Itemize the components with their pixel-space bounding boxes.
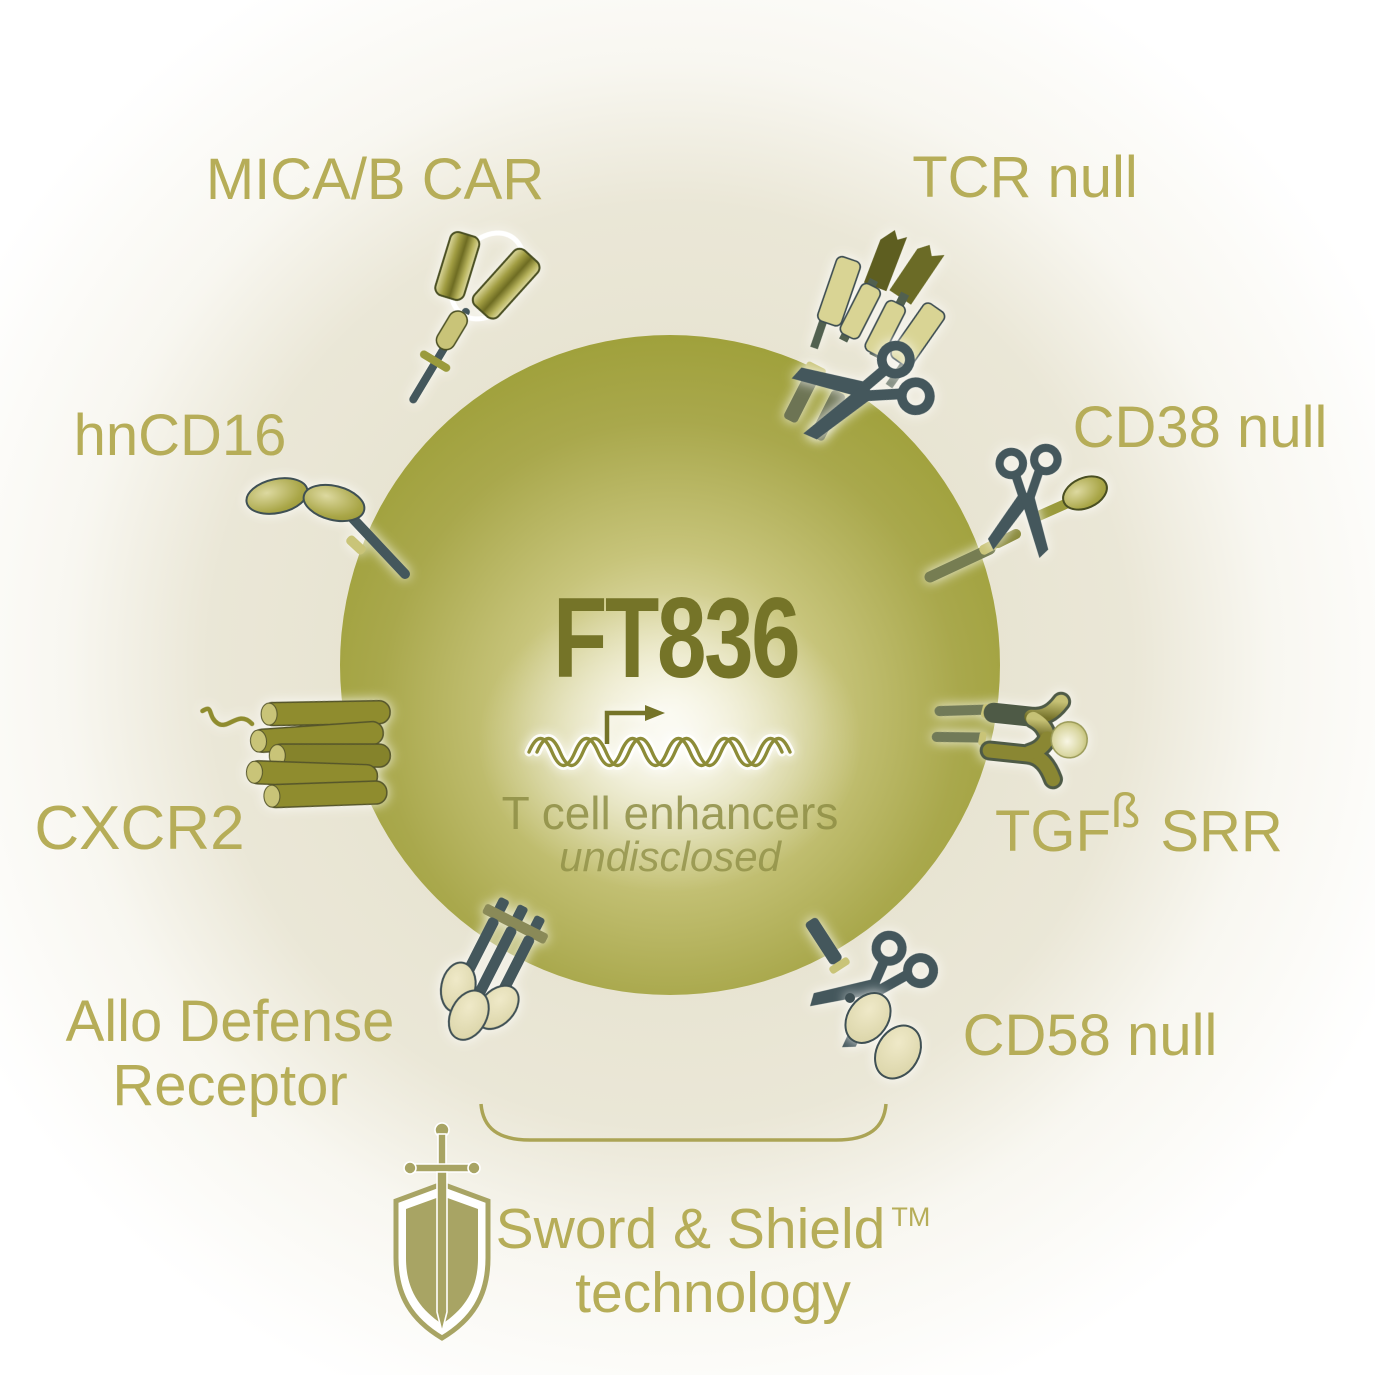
cd38-receptor-icon bbox=[924, 475, 1108, 583]
allo-defense-receptor-icon bbox=[439, 897, 548, 1041]
enhancers-label: T cell enhancers bbox=[501, 787, 839, 839]
label-tcr-null: TCR null bbox=[912, 145, 1138, 210]
cd16-receptor-icon bbox=[245, 477, 410, 579]
label-hncd16: hnCD16 bbox=[73, 403, 287, 468]
product-name: FT836 bbox=[553, 575, 801, 702]
cxcr2-receptor-icon bbox=[200, 699, 392, 809]
allo-line1: Allo Defense bbox=[65, 989, 395, 1054]
tgf-text: TGF bbox=[995, 799, 1111, 864]
allo-line2: Receptor bbox=[112, 1053, 348, 1118]
enhancers-note: undisclosed bbox=[559, 833, 781, 880]
label-cxcr2: CXCR2 bbox=[34, 794, 245, 863]
trademark-symbol: TM bbox=[891, 1202, 931, 1232]
footer-technology: technology bbox=[575, 1261, 851, 1325]
car-receptor-icon bbox=[409, 230, 541, 404]
srr-text: SRR bbox=[1160, 799, 1283, 864]
dna-promoter-icon bbox=[524, 705, 795, 770]
cd58-membrane-stub-icon bbox=[805, 917, 850, 974]
tgf-beta-superscript: ß bbox=[1110, 785, 1141, 838]
label-cd58-null: CD58 null bbox=[962, 1003, 1218, 1068]
tgfb-receptor-icon bbox=[931, 691, 1088, 790]
label-tgfb-srr: TGFß SRR bbox=[995, 786, 1325, 864]
sword-shield-icon bbox=[393, 1122, 491, 1341]
label-mica-b-car: MICA/B CAR bbox=[205, 147, 545, 212]
brand-text: Sword & Shield bbox=[495, 1197, 886, 1261]
label-allo-defense-receptor: Allo Defense Receptor bbox=[20, 990, 440, 1118]
cd58-receptor-icon bbox=[844, 992, 922, 1080]
label-cd38-null: CD38 null bbox=[1072, 395, 1328, 460]
sword-shield-bracket bbox=[479, 1103, 888, 1142]
